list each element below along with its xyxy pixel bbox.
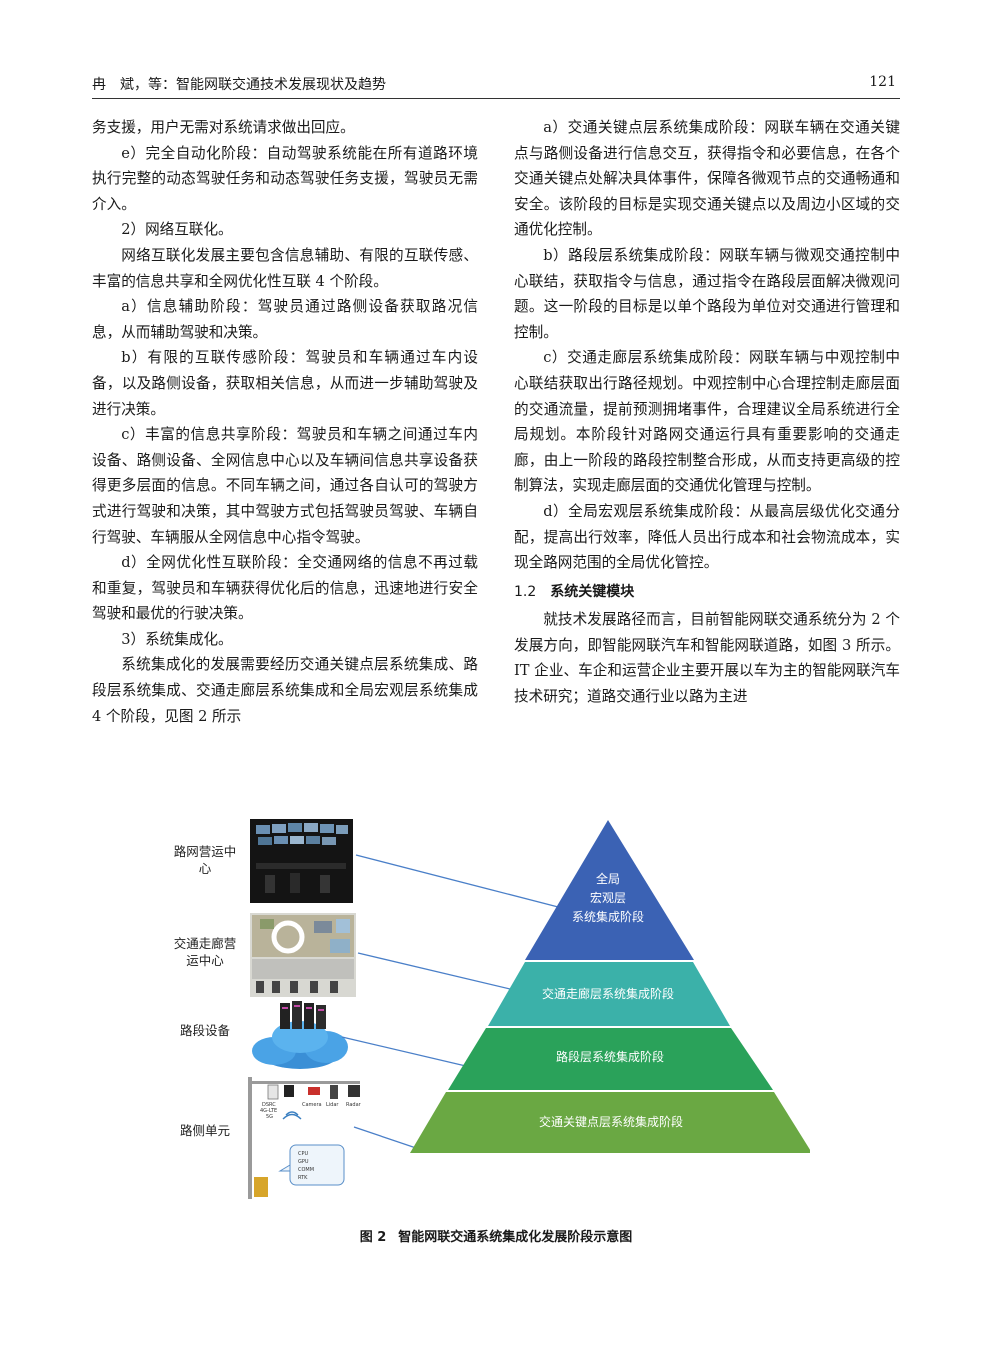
pyramid-label-global-3: 系统集成阶段 xyxy=(572,909,644,924)
box-label-cpu: CPU xyxy=(298,1151,309,1157)
corridor-center-photo xyxy=(250,913,356,997)
pyramid-label-corridor: 交通走廊层系统集成阶段 xyxy=(542,986,674,1001)
figure-caption: 图 2 智能网联交通系统集成化发展阶段示意图 xyxy=(0,1226,992,1245)
left-column: 务支援，用户无需对系统请求做出回应。 e）完全自动化阶段：自动驾驶系统能在所有道路… xyxy=(92,115,478,729)
page-number: 121 xyxy=(869,74,896,90)
section-title: 系统关键模块 xyxy=(550,583,635,600)
right-column: a）交通关键点层系统集成阶段：网联车辆在交通关键点与路侧设备进行信息交互，获得指… xyxy=(514,115,900,710)
figure-number: 图 2 xyxy=(359,1230,387,1245)
cloud-servers-icon xyxy=(252,1001,348,1069)
figure-2: 路网营运中心 交通走廊营运中心 路段设备 路侧单元 xyxy=(170,815,810,1205)
pyramid-level-keypoint xyxy=(410,1092,810,1153)
device-label-camera: Camera xyxy=(302,1102,322,1108)
section-number: 1.2 xyxy=(514,583,537,600)
left-paragraph-9: 系统集成化的发展需要经历交通关键点层系统集成、路段层系统集成、交通走廊层系统集成… xyxy=(92,656,478,725)
left-paragraph-4: a）信息辅助阶段：驾驶员通过路侧设备获取路况信息，从而辅助驾驶和决策。 xyxy=(92,298,478,341)
device-label-lidar: Lidar xyxy=(326,1102,339,1108)
label-segment-equipment: 路段设备 xyxy=(179,1023,230,1038)
right-paragraph-0: a）交通关键点层系统集成阶段：网联车辆在交通关键点与路侧设备进行信息交互，获得指… xyxy=(514,119,900,239)
left-paragraph-7: d）全网优化性互联阶段：全交通网络的信息不再过载和重复，驾驶员和车辆获得优化后的… xyxy=(92,554,478,623)
label-roadside-unit: 路侧单元 xyxy=(179,1123,230,1138)
device-label-4g: 4G-LTE xyxy=(260,1108,277,1114)
pyramid-label-global-2: 宏观层 xyxy=(590,890,626,905)
label-corridor-ops-center: 交通走廊营运中心 xyxy=(173,936,237,968)
left-paragraph-8: 3）系统集成化。 xyxy=(121,630,233,648)
pyramid-level-global xyxy=(525,820,694,960)
running-header: 冉 斌，等：智能网联交通技术发展现状及趋势 121 xyxy=(92,72,900,99)
label-network-ops-center: 路网营运中心 xyxy=(173,844,237,876)
right-paragraph-2: c）交通走廊层系统集成阶段：网联车辆与中观控制中心联结获取出行路径规划。中观控制… xyxy=(514,349,900,495)
left-paragraph-1: e）完全自动化阶段：自动驾驶系统能在所有道路环境执行完整的动态驾驶任务和动态驾驶… xyxy=(92,144,478,213)
control-room-photo xyxy=(250,819,353,903)
connector-line-roadside xyxy=(353,1126,417,1149)
left-paragraph-3: 网络互联化发展主要包含信息辅助、有限的互联传感、丰富的信息共享和全网优化性互联 … xyxy=(92,246,478,290)
roadside-unit-pole xyxy=(248,1077,360,1199)
figure-graphics: DSRC 4G-LTE 5G Camera Lidar Radar CPU GP… xyxy=(248,819,810,1199)
connector-line-corridor xyxy=(357,952,511,990)
pyramid-label-keypoint: 交通关键点层系统集成阶段 xyxy=(539,1114,683,1129)
pyramid-level-segment xyxy=(448,1028,773,1090)
header-title: 冉 斌，等：智能网联交通技术发展现状及趋势 xyxy=(92,77,386,93)
right-paragraph-3: d）全局宏观层系统集成阶段：从最高层级优化交通分配，提高出行效率，降低人员出行成… xyxy=(514,502,900,572)
box-label-comm: COMM xyxy=(298,1167,314,1173)
pyramid-label-segment: 路段层系统集成阶段 xyxy=(556,1049,664,1064)
box-label-rtk: RTK xyxy=(298,1175,308,1181)
pyramid-level-corridor xyxy=(488,962,730,1026)
connector-line-segment xyxy=(341,1036,471,1068)
left-paragraph-5: b）有限的互联传感阶段：驾驶员和车辆通过车内设备，以及路侧设备，获取相关信息，从… xyxy=(92,349,478,418)
device-label-5g: 5G xyxy=(266,1114,273,1120)
left-paragraph-2: 2）网络互联化。 xyxy=(121,221,233,239)
device-label-radar: Radar xyxy=(346,1102,362,1108)
right-paragraph-1: b）路段层系统集成阶段：网联车辆与微观交通控制中心联结，获取指令与信息，通过指令… xyxy=(514,246,900,341)
right-after-paragraph-0: 就技术发展路径而言，目前智能网联交通系统分为 2 个发展方向，即智能网联汽车和智… xyxy=(514,611,900,706)
connector-line-global xyxy=(355,854,563,909)
figure-caption-text: 智能网联交通系统集成化发展阶段示意图 xyxy=(398,1230,633,1245)
box-label-gpu: GPU xyxy=(298,1159,309,1165)
section-heading: 1.2 系统关键模块 xyxy=(514,580,900,606)
left-paragraph-6: c）丰富的信息共享阶段：驾驶员和车辆之间通过车内设备、路侧设备、全网信息中心以及… xyxy=(92,426,478,546)
left-paragraph-0: 务支援，用户无需对系统请求做出回应。 xyxy=(92,119,355,136)
device-label-dsrc: DSRC xyxy=(262,1102,276,1108)
pyramid-label-global-1: 全局 xyxy=(596,871,620,886)
